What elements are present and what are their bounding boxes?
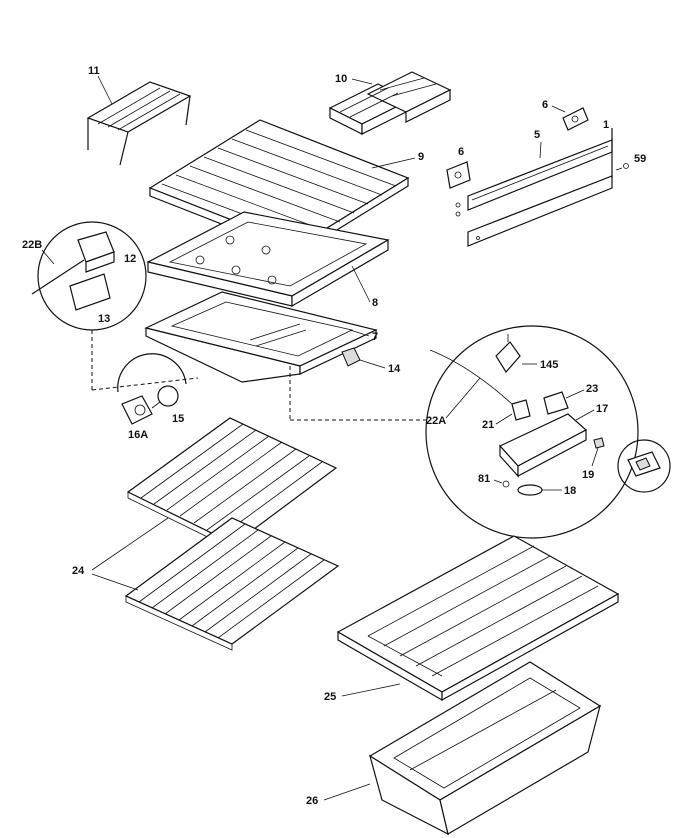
part-15-bulb [151, 385, 179, 409]
part-59-screw [615, 163, 629, 171]
callout-22b: 22B [22, 239, 42, 251]
callout-145: 145 [540, 359, 558, 371]
callout-10: 10 [335, 73, 347, 85]
callout-24: 24 [72, 565, 85, 577]
detail-switch-small-circle [617, 439, 671, 493]
detail-circle-right [425, 325, 639, 539]
callout-18: 18 [564, 485, 576, 497]
callout-81: 81 [478, 473, 490, 485]
callout-12: 12 [124, 253, 136, 265]
callout-15: 15 [172, 413, 184, 425]
callout-25: 25 [324, 691, 336, 703]
callout-11: 11 [88, 65, 100, 77]
part-25-crisper-cover [336, 535, 620, 702]
callout-23: 23 [586, 383, 598, 395]
part-7-lower-tray [144, 291, 378, 383]
part-14-clip [341, 347, 361, 367]
callout-21: 21 [482, 419, 494, 431]
callout-8-upper: 8 [372, 297, 378, 309]
callout-19: 19 [582, 469, 594, 481]
part-6-bracket-upper [562, 107, 589, 131]
callout-17: 17 [596, 403, 608, 415]
callout-59: 59 [634, 153, 646, 165]
detail-circle-left [31, 221, 147, 331]
part-24-wire-shelf-lower [124, 517, 340, 651]
callout-22a: 22A [426, 415, 446, 427]
part-6-bracket-lower [446, 161, 471, 189]
part-5-shelf-rail [455, 139, 613, 217]
part-16a-light-socket [121, 395, 153, 425]
part-24-wire-shelf-upper [126, 417, 338, 551]
part-11-wire-rack [86, 81, 192, 166]
part-26-crisper-drawer [368, 661, 602, 836]
callout-1: 1 [603, 119, 609, 131]
callout-26: 26 [306, 795, 318, 807]
part-8-shelf-frame [146, 211, 390, 308]
callout-7: 7 [372, 331, 378, 343]
callout-16a: 16A [128, 429, 148, 441]
part-1-trim [467, 128, 613, 247]
callout-6-lower: 6 [458, 146, 464, 158]
callout-5: 5 [534, 129, 540, 141]
callout-13: 13 [98, 313, 110, 325]
callout-9: 9 [418, 151, 424, 163]
part-10-ice-trays [328, 71, 452, 135]
detail-bulb-circle [117, 353, 187, 393]
callout-6-upper: 6 [542, 99, 548, 111]
callout-14: 14 [388, 363, 401, 375]
